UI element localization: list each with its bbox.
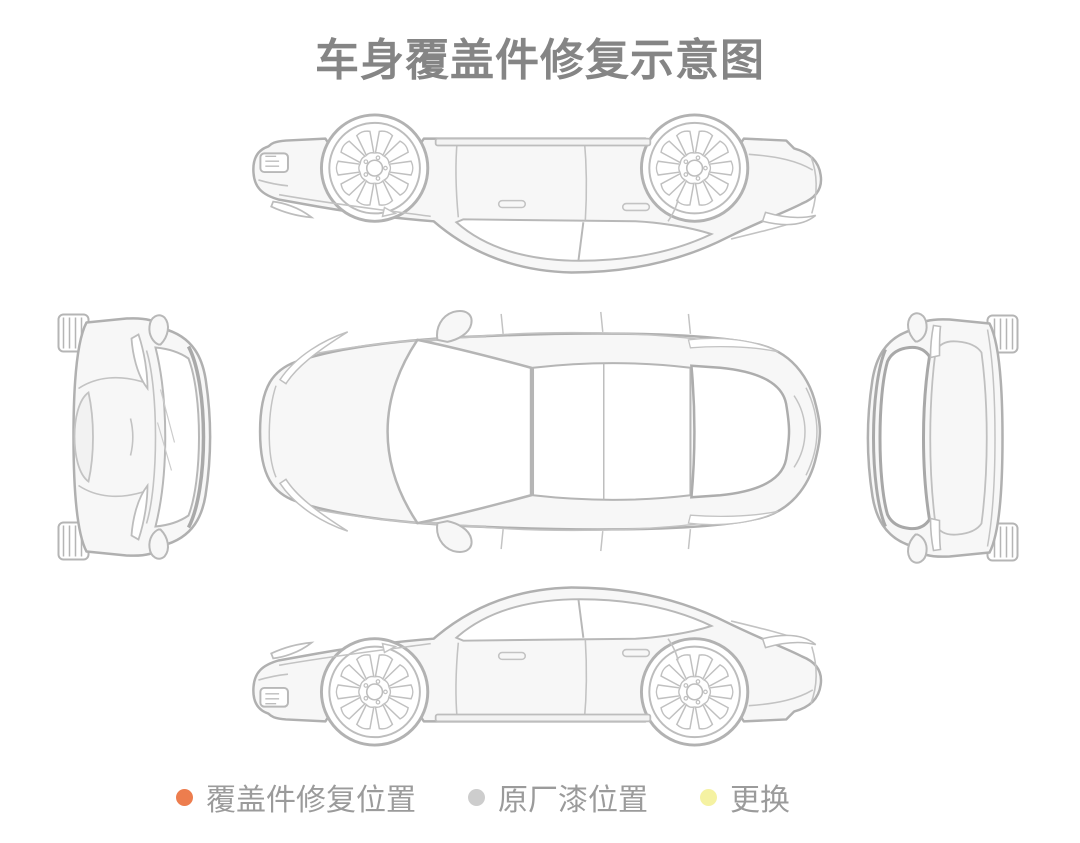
replace-color-dot — [700, 788, 717, 806]
right-side-view-svg — [246, 556, 838, 748]
legend-item-replace: 更换 — [700, 779, 790, 817]
legend-item-repair: 覆盖件修复位置 — [176, 779, 416, 817]
repair-color-dot — [176, 788, 193, 806]
left-side-view-svg — [246, 112, 838, 304]
legend-item-original-paint: 原厂漆位置 — [468, 779, 648, 817]
page-title: 车身覆盖件修复示意图 — [315, 36, 765, 85]
car-view-front — [55, 295, 235, 580]
legend-label: 原厂漆位置 — [498, 784, 648, 817]
legend-label: 覆盖件修复位置 — [206, 784, 416, 817]
car-view-rear — [848, 296, 1020, 580]
rear-view-svg — [850, 296, 1020, 581]
top-view-svg — [258, 309, 822, 554]
legend-label: 更换 — [730, 784, 790, 817]
car-view-left-side — [246, 112, 838, 304]
car-view-top — [252, 300, 830, 564]
front-view-svg — [57, 295, 235, 580]
car-view-right-side — [246, 556, 838, 748]
original-paint-color-dot — [468, 788, 485, 806]
